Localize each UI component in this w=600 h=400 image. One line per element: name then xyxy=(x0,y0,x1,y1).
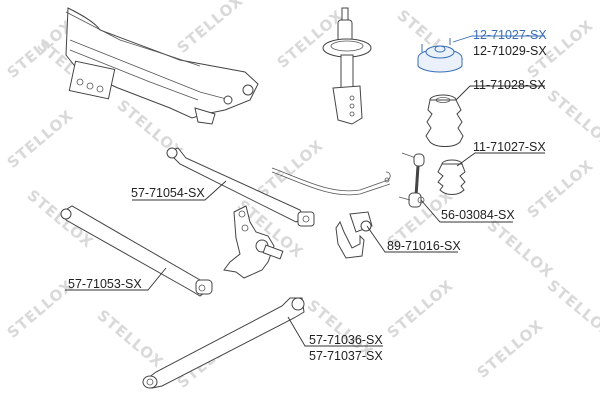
part-number-56-03084-sx[interactable]: 56-03084-SX xyxy=(441,208,515,222)
part-number-11-71028-sx[interactable]: 11-71028-SX xyxy=(473,78,546,92)
top-mount-drawing xyxy=(417,38,463,73)
part-number-57-71053-sx[interactable]: 57-71053-SX xyxy=(68,277,142,291)
trailing-arm-drawing xyxy=(142,297,305,389)
shock-absorber-drawing xyxy=(322,7,372,125)
bump-stop-drawing xyxy=(437,159,466,195)
part-number-12-71029-sx[interactable]: 12-71029-SX xyxy=(473,44,547,58)
stabilizer-bar-drawing xyxy=(271,167,391,196)
stabilizer-link-drawing xyxy=(398,152,425,208)
lower-control-arm-drawing xyxy=(60,205,213,297)
knuckle-drawing xyxy=(223,205,284,279)
leader-lines xyxy=(65,35,545,347)
rear-subframe-drawing xyxy=(65,7,259,125)
part-number-57-71037-sx[interactable]: 57-71037-SX xyxy=(309,349,383,363)
bump-stop-boot-drawing xyxy=(425,94,464,147)
part-number-11-71027-sx[interactable]: 11-71027-SX xyxy=(473,140,546,154)
part-number-57-71036-sx[interactable]: 57-71036-SX xyxy=(309,333,383,347)
upper-control-arm-drawing xyxy=(166,147,315,227)
part-number-57-71054-sx[interactable]: 57-71054-SX xyxy=(131,186,205,200)
part-number-12-71027-sx[interactable]: 12-71027-SX xyxy=(473,28,547,42)
stabilizer-bushing-drawing xyxy=(335,211,373,259)
part-number-89-71016-sx[interactable]: 89-71016-SX xyxy=(387,239,461,253)
